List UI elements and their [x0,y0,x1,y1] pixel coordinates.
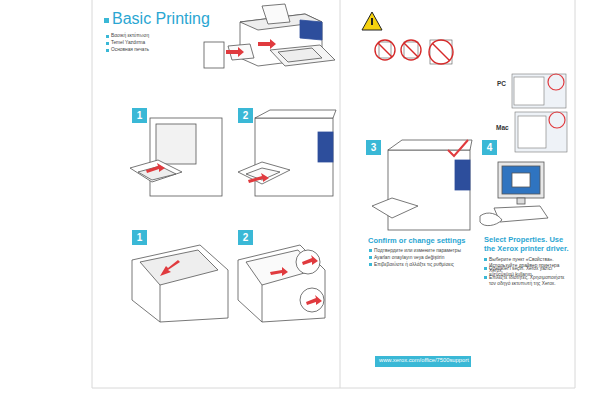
red-arrow [248,173,269,183]
printer-illustration [204,4,335,68]
red-arrow [146,163,165,173]
computer-illustration [480,162,548,226]
printer-illustration [130,118,222,196]
step-number: 2 [243,232,249,243]
translation-text: Ayarları onaylayın veya değiştirin [374,255,478,261]
step-badge: 2 [238,108,253,123]
warning-triangle [362,12,382,30]
step-badge: 1 [132,108,147,123]
step-number: 3 [371,142,377,153]
step-badge: 3 [366,140,381,155]
translation-text: Επιβεβαιώστε ή αλλάξτε τις ρυθμίσεις [374,262,478,268]
translation-text: Επιλέξτε Ιδιότητες. Χρησιμοποιήστε τον ο… [489,275,571,286]
highlight-circle [548,74,565,128]
warning-triangle [371,18,373,25]
printer-illustration [372,140,472,230]
check-mark [448,140,468,156]
footer-bar [375,356,471,367]
page-title: Basic Printing [112,10,210,28]
prohibited-icon [375,40,453,64]
step-number: 1 [137,232,143,243]
step-number: 4 [487,142,493,153]
list-bullets [106,35,487,279]
translation-text: Temel Yazdırma [111,40,201,46]
tray-illustration [238,245,325,322]
red-arrow [160,260,180,276]
translation-text: Основная печать [111,47,201,53]
translation-text: Подтвердите или измените параметры [374,248,478,254]
translation-text: Выберите пункт «Свойства». Используйте д… [489,257,571,274]
dialog-screenshot [512,74,567,152]
step-badge: 1 [132,230,147,245]
translation-text: Βασική εκτύπωση [111,33,201,39]
platform-label: Mac [496,124,514,131]
title-bullet [104,18,109,23]
step-badge: 2 [238,230,253,245]
tray-illustration [132,245,228,322]
page-edge [92,0,575,388]
web-address: www.xerox.com/office/7500support [379,357,469,364]
red-arrow [270,255,322,305]
platform-label: PC [497,80,511,87]
step-badge: 4 [482,140,497,155]
step-number: 1 [137,110,143,121]
red-arrow [226,39,276,57]
step-heading: Confirm or change settings [368,237,480,246]
step-heading: Select Properties. Use the Xerox printer… [484,236,572,253]
step-number: 2 [243,110,249,121]
